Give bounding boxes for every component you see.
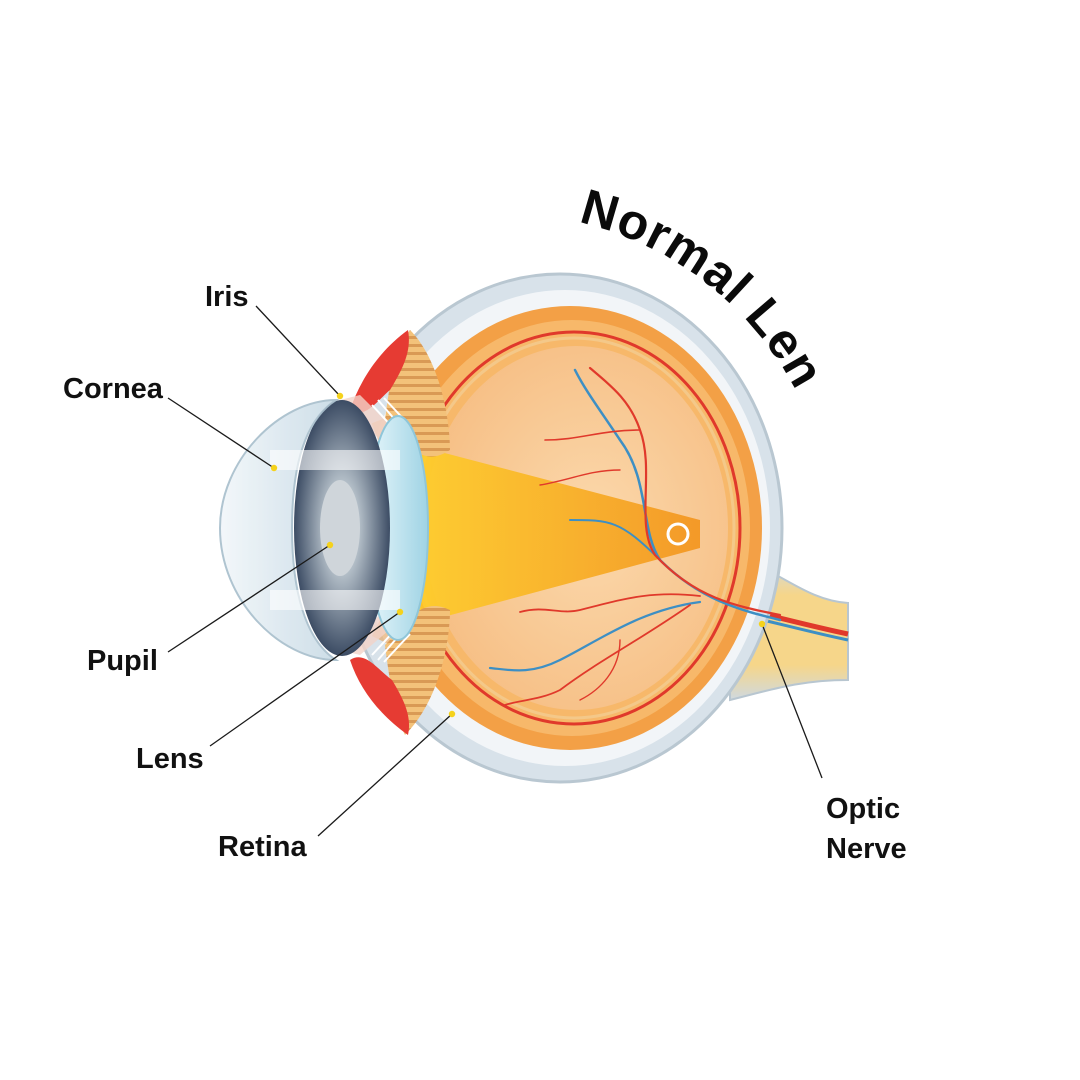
- blood-vessels: [488, 366, 782, 706]
- iris-disc: [294, 400, 390, 656]
- optic-nerve-marker: [758, 620, 766, 628]
- cornea-marker: [270, 464, 278, 472]
- label-lens: Lens: [136, 743, 204, 775]
- cornea-shape: [218, 398, 340, 662]
- lens-leader: [209, 611, 401, 747]
- lens-marker: [396, 608, 404, 616]
- optic-nerve-leader: [761, 623, 823, 779]
- label-pupil: Pupil: [87, 645, 158, 677]
- label-leaders: [167, 305, 823, 837]
- fovea: [666, 522, 690, 546]
- label-optic-nerve-line2: Nerve: [826, 833, 907, 865]
- label-markers: [270, 392, 766, 718]
- label-optic-nerve-line1: Optic: [826, 793, 900, 825]
- label-retina: Retina: [218, 831, 308, 863]
- iris-leader: [255, 305, 341, 397]
- retina-marker: [448, 710, 456, 718]
- iris-marker: [336, 392, 344, 400]
- cornea-leader: [167, 397, 275, 469]
- pupil-marker: [326, 541, 334, 549]
- retina-leader: [317, 713, 453, 837]
- light-beam: [395, 440, 700, 630]
- pupil-leader: [167, 544, 331, 653]
- label-cornea: Cornea: [63, 373, 164, 405]
- label-iris: Iris: [205, 281, 249, 313]
